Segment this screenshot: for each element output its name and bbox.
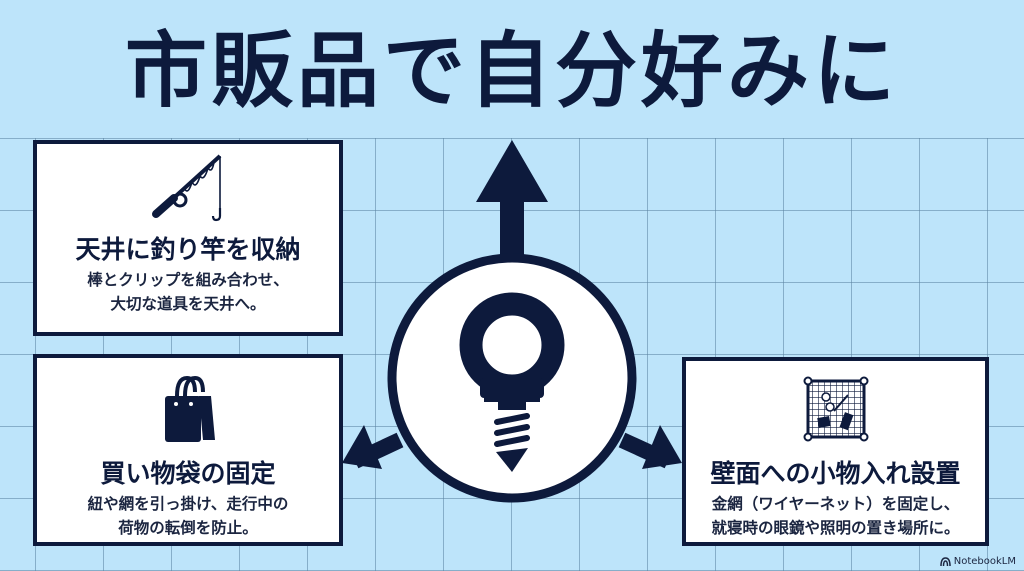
card-desc-line1: 棒とクリップを組み合わせ、 xyxy=(87,271,289,289)
card-desc-line2: 荷物の転倒を防止。 xyxy=(118,519,258,537)
card-desc-line2: 就寝時の眼鏡や照明の置き場所に。 xyxy=(711,519,960,537)
eye-bolt-icon xyxy=(459,292,565,472)
card-desc-line1: 紐や網を引っ掛け、走行中の xyxy=(87,495,289,513)
card-heading: 天井に釣り竿を収納 xyxy=(75,235,301,264)
card-heading: 壁面への小物入れ設置 xyxy=(710,459,961,488)
page-title: 市販品で自分好みに xyxy=(124,24,899,119)
card-desc-line1: 金網（ワイヤーネット）を固定し、 xyxy=(711,495,960,513)
arrow-down-left-icon xyxy=(342,425,404,469)
arrow-down-right-icon xyxy=(618,425,682,469)
notebooklm-icon xyxy=(940,557,951,566)
card-desc-line2: 大切な道具を天井へ。 xyxy=(110,295,266,313)
card-ceiling-fishing-rod: 天井に釣り竿を収納 棒とクリップを組み合わせ、 大切な道具を天井へ。 xyxy=(33,140,343,336)
wire-net-icon xyxy=(803,376,868,442)
brand-label: NotebookLM xyxy=(953,556,1016,567)
card-heading: 買い物袋の固定 xyxy=(100,459,276,488)
fishing-rod-icon xyxy=(152,154,222,222)
shopping-bag-icon xyxy=(165,375,215,442)
card-shopping-bag: 買い物袋の固定 紐や網を引っ掛け、走行中の 荷物の転倒を防止。 xyxy=(33,354,343,546)
arrow-up-icon xyxy=(476,140,548,270)
card-wall-wire-net: 壁面への小物入れ設置 金網（ワイヤーネット）を固定し、 就寝時の眼鏡や照明の置き… xyxy=(682,357,989,546)
center-diagram xyxy=(342,140,682,503)
brand-watermark: NotebookLM xyxy=(940,556,1016,567)
